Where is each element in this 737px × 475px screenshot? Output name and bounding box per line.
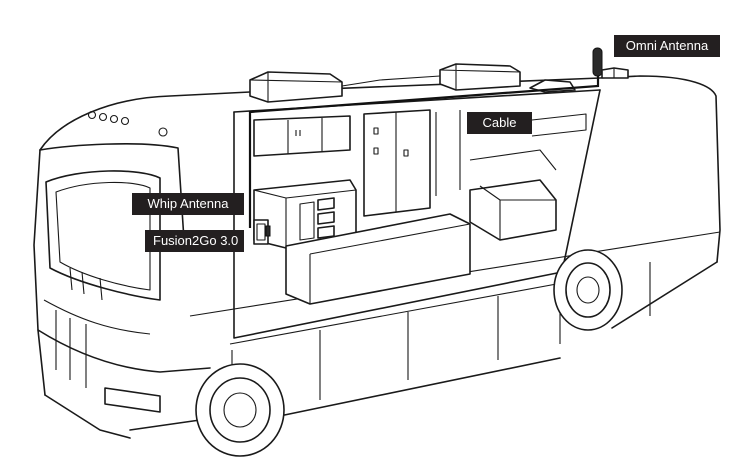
- interior: [253, 109, 587, 305]
- whip-antenna-label: Whip Antenna: [132, 193, 244, 215]
- omni-antenna: [592, 47, 629, 79]
- front-wheel: [195, 363, 285, 457]
- cable-label: Cable: [467, 112, 532, 134]
- fusion2go-label: Fusion2Go 3.0: [145, 230, 244, 252]
- antenna-cable: [248, 74, 600, 228]
- fusion2go-device: [253, 219, 271, 245]
- rear-wheel: [553, 249, 623, 331]
- roof-ac-units: [249, 63, 576, 103]
- omni-antenna-label: Omni Antenna: [614, 35, 720, 57]
